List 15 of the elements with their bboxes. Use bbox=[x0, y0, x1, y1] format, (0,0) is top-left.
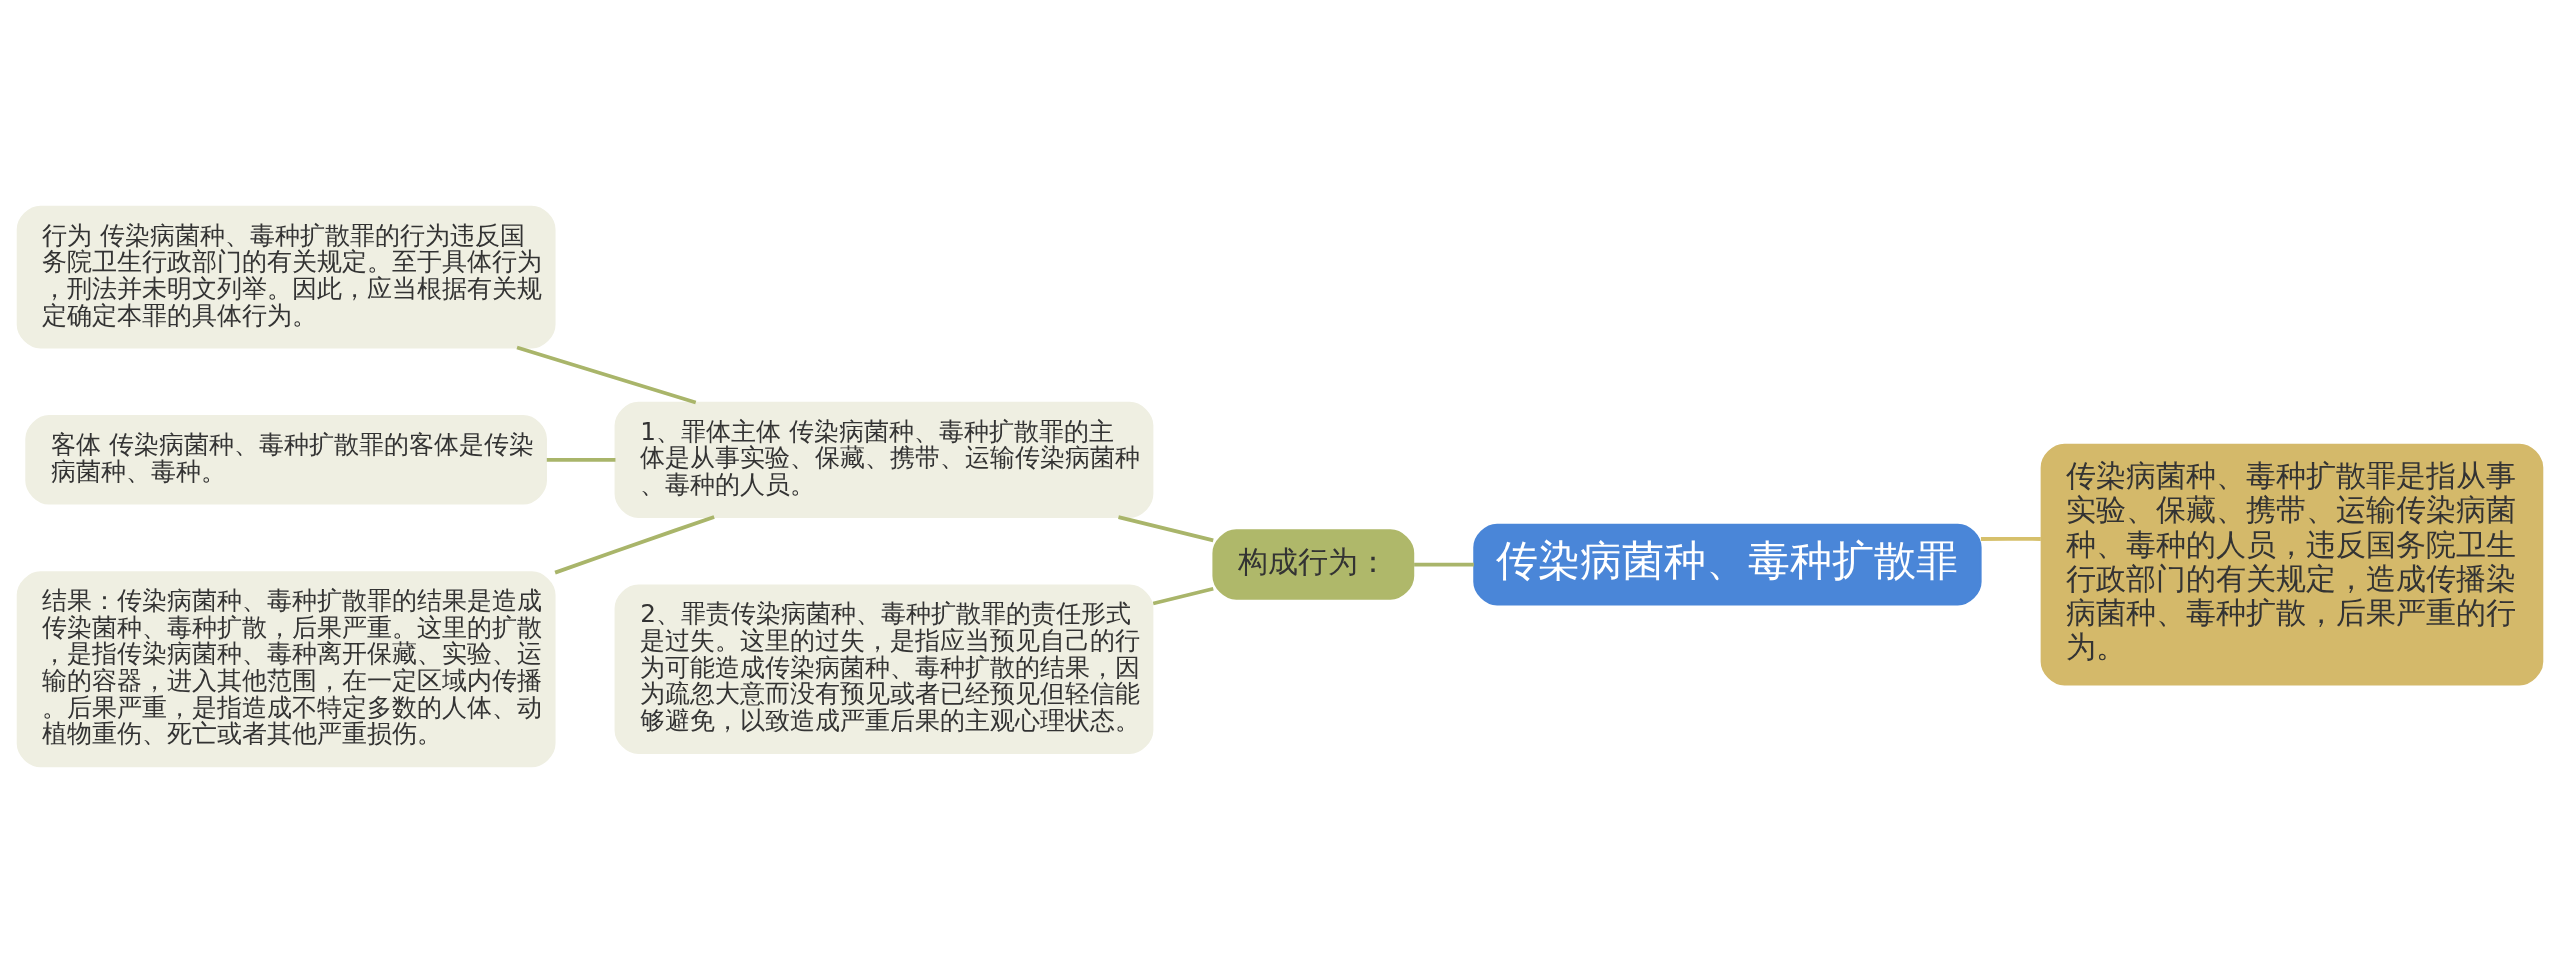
node-box: 传染病菌种、毒种扩散罪 bbox=[1473, 523, 1982, 605]
node-box: 2、罪责传染病菌种、毒种扩散罪的责任形式是过失。这里的过失，是指应当预见自己的行为可能造成传染病菌种、毒种扩散的结果，因为疏忽大意而没有预见或者已经预见但轻信能够避免，以致造成严重后果的主观心理状态。 bbox=[614, 584, 1154, 754]
node-box: 构成行为： bbox=[1212, 528, 1415, 600]
node-box: 结果：传染病菌种、毒种扩散罪的结果是造成传染菌种、毒种扩散，后果严重。这里的扩散，是指传染病菌种、毒种离开保藏、实验、运输的容器，进入其他范围，在一定区域内传播。后果严重，是指造成不特定多数的人体、动植物重伤、死亡或者其他严重损伤。 bbox=[16, 570, 556, 767]
node-box: 1、罪体主体 传染病菌种、毒种扩散罪的主体是从事实验、保藏、携带、运输传染病菌种、毒种的人员。 bbox=[614, 401, 1154, 518]
connector bbox=[1152, 586, 1214, 605]
connector bbox=[546, 457, 616, 462]
connector bbox=[1118, 514, 1214, 542]
node-box: 客体 传染病菌种、毒种扩散罪的客体是传染病菌种、毒种。 bbox=[25, 414, 547, 505]
connector bbox=[1414, 562, 1474, 566]
connector bbox=[1980, 536, 2041, 541]
node-box: 传染病菌种、毒种扩散罪是指从事实验、保藏、携带、运输传染病菌种、毒种的人员，违反国务院卫生行政部门的有关规定，造成传播染病菌种、毒种扩散，后果严重的行为。 bbox=[2040, 443, 2544, 685]
connector bbox=[554, 514, 715, 574]
node-box: 行为 传染病菌种、毒种扩散罪的行为违反国务院卫生行政部门的有关规定。至于具体行为，刑法并未明文列举。因此，应当根据有关规定确定本罪的具体行为。 bbox=[16, 205, 556, 348]
connector bbox=[516, 345, 697, 404]
